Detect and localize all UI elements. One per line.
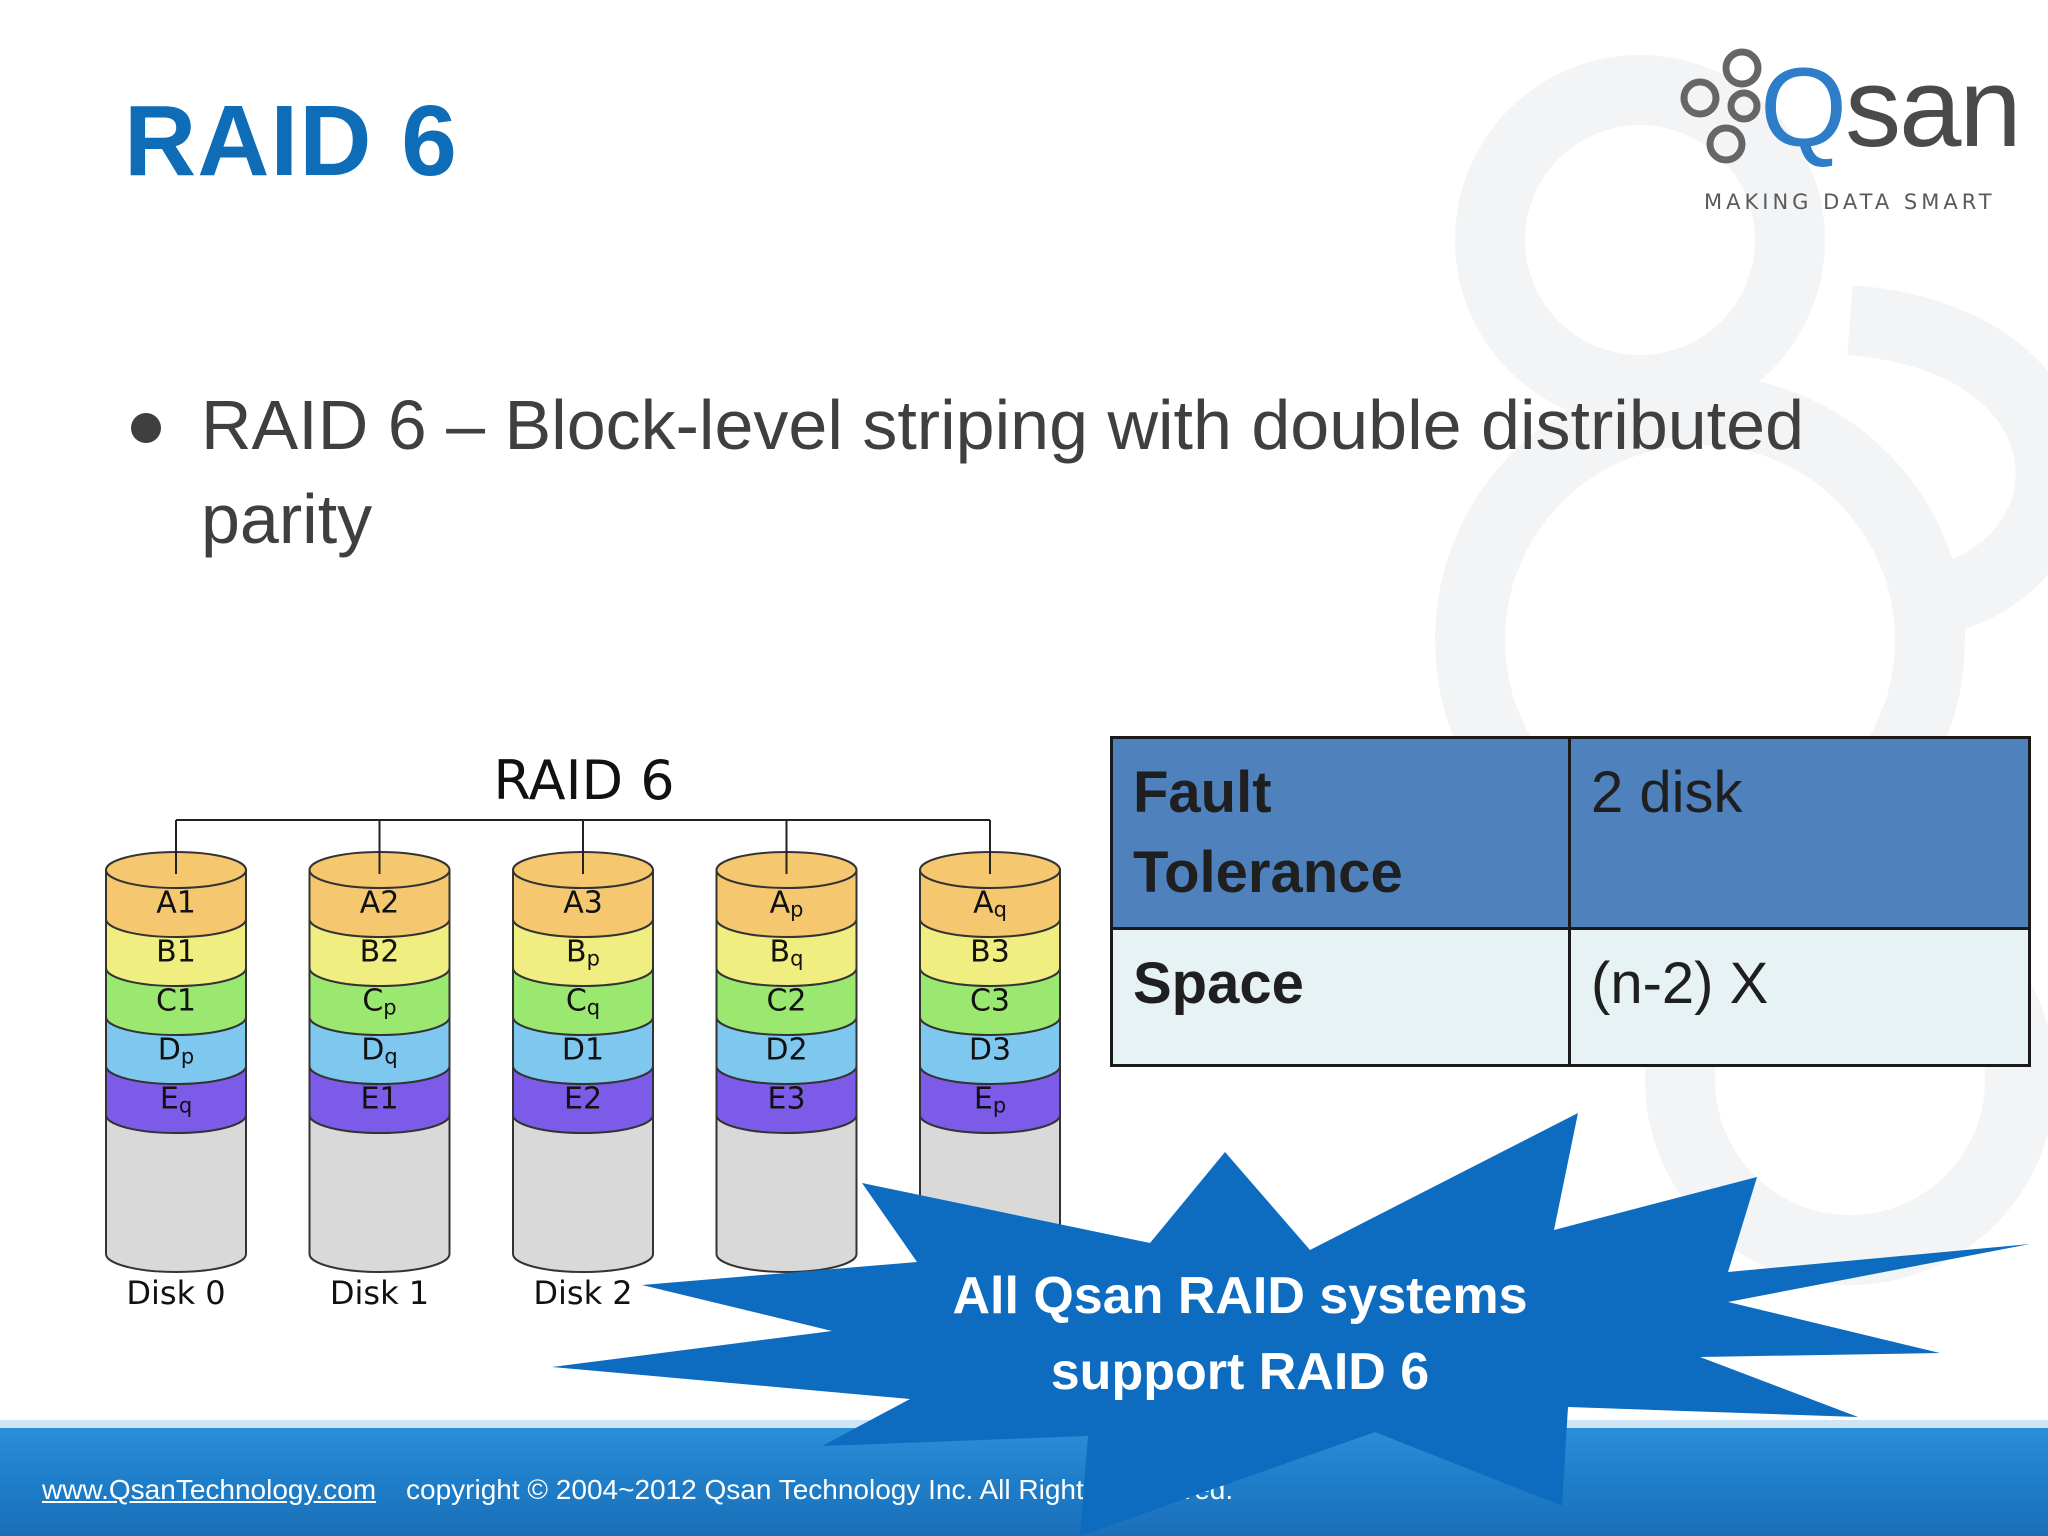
- space-value: (n-2) X: [1568, 927, 2031, 1067]
- qsan-logo: Qsan MAKING DATA SMART: [1670, 44, 2022, 224]
- block-label: Dq: [361, 1033, 397, 1069]
- disk-cylinder: E3D2C2BqApDisk 3: [715, 820, 858, 1312]
- block-label: E1: [360, 1082, 398, 1117]
- data-block: [512, 1016, 654, 1085]
- data-block: [308, 918, 451, 987]
- block-label: A3: [563, 886, 603, 921]
- data-block: [919, 869, 1061, 938]
- disk-cylinder: EpD3C3B3AqDisk 4: [919, 820, 1061, 1312]
- footer-bar: [0, 1428, 2048, 1536]
- block-label: Dp: [158, 1033, 194, 1069]
- space-label: Space: [1110, 927, 1571, 1067]
- logo-tagline: MAKING DATA SMART: [1704, 190, 1996, 214]
- block-label: Eq: [160, 1082, 192, 1118]
- disk-empty-space: [512, 1114, 654, 1273]
- data-block: [308, 967, 451, 1036]
- data-block: [715, 967, 858, 1036]
- block-label: B1: [156, 935, 196, 970]
- disk-empty-space: [105, 1114, 247, 1273]
- slide-title: RAID 6: [124, 85, 458, 197]
- block-label: A1: [156, 886, 196, 921]
- data-block: [308, 1016, 451, 1085]
- data-block: [919, 1016, 1061, 1085]
- logo-wordmark: Qsan: [1760, 52, 2022, 164]
- disk-label: Disk 0: [126, 1274, 225, 1312]
- data-block: [715, 1016, 858, 1085]
- block-label: C2: [766, 984, 806, 1019]
- block-label: E3: [767, 1082, 805, 1117]
- disk-label: Disk 2: [533, 1274, 632, 1312]
- data-block: [715, 1065, 858, 1134]
- block-label: B3: [970, 935, 1010, 970]
- block-label: Bp: [566, 935, 600, 971]
- data-block: [919, 918, 1061, 987]
- disk-label: Disk 1: [330, 1274, 429, 1312]
- diagram-title: RAID 6: [493, 749, 674, 812]
- block-label: C3: [970, 984, 1010, 1019]
- callout-text: All Qsan RAID systems support RAID 6: [900, 1258, 1580, 1410]
- data-block: [919, 967, 1061, 1036]
- callout-line-2: support RAID 6: [1050, 1343, 1430, 1401]
- data-block: [715, 918, 858, 987]
- data-block: [105, 869, 247, 938]
- block-label: C1: [156, 984, 196, 1019]
- block-label: Cp: [362, 984, 396, 1020]
- callout-line-1: All Qsan RAID systems: [952, 1267, 1528, 1325]
- data-block: [105, 1065, 247, 1134]
- data-block: [715, 869, 858, 938]
- data-block: [308, 869, 451, 938]
- table-row: Space (n-2) X: [1110, 927, 2031, 1067]
- data-block: [512, 967, 654, 1036]
- block-label: Ep: [974, 1082, 1006, 1118]
- block-label: B2: [360, 935, 400, 970]
- data-block: [512, 1065, 654, 1134]
- logo-circles-icon: [1680, 48, 1762, 164]
- data-block: [512, 869, 654, 938]
- data-block: [308, 1065, 451, 1134]
- data-block: [919, 1065, 1061, 1134]
- data-block: [105, 967, 247, 1036]
- block-label: D3: [969, 1033, 1011, 1068]
- footer-website-link[interactable]: www.QsanTechnology.com: [42, 1474, 377, 1505]
- data-block: [105, 1016, 247, 1085]
- block-label: A2: [360, 886, 400, 921]
- bullet-text: RAID 6 – Block-level striping with doubl…: [201, 386, 1804, 558]
- fault-tolerance-value: 2 disk: [1568, 736, 2031, 930]
- data-block: [512, 918, 654, 987]
- block-label: D1: [562, 1033, 604, 1068]
- disk-empty-space: [308, 1114, 451, 1273]
- block-label: Bq: [770, 935, 804, 971]
- block-label: D2: [765, 1033, 807, 1068]
- logo-q: Q: [1760, 45, 1847, 170]
- block-label: Ap: [770, 886, 804, 922]
- disk-empty-space: [715, 1114, 858, 1273]
- logo-san: san: [1845, 45, 2022, 170]
- data-block: [105, 918, 247, 987]
- block-label: Aq: [973, 886, 1007, 922]
- block-label: Cq: [566, 984, 600, 1020]
- bullet-dot-icon: [131, 413, 161, 443]
- block-label: E2: [564, 1082, 602, 1117]
